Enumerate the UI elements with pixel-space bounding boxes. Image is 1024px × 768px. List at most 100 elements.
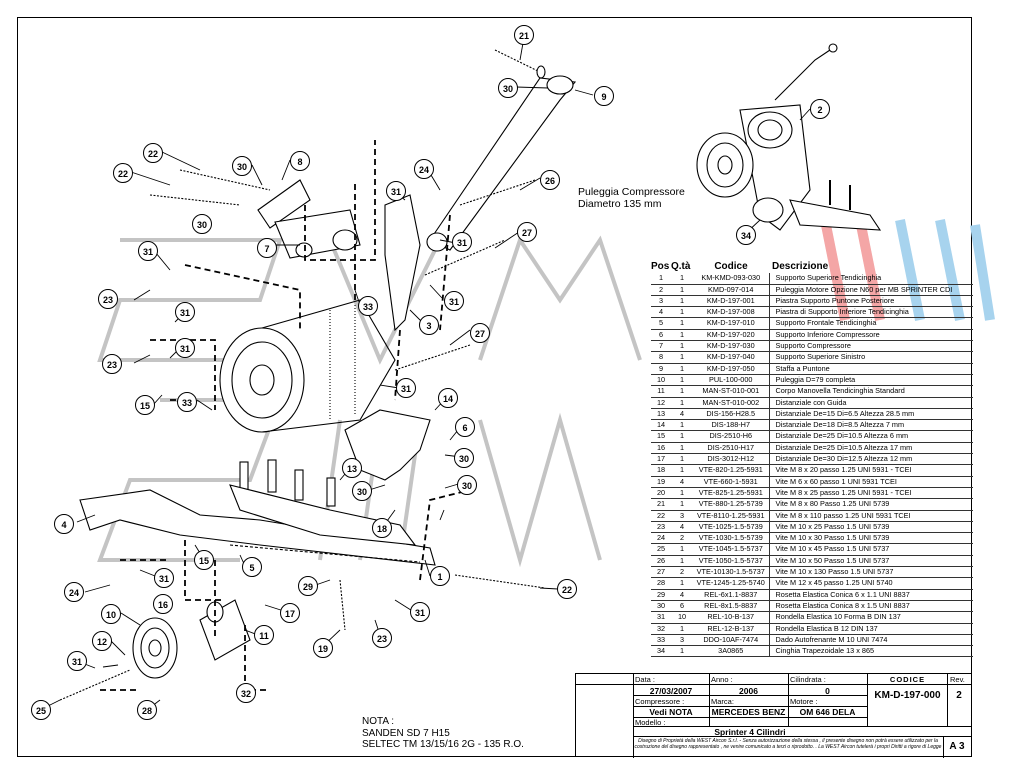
row-desc: Supporto Superiore Tendicinghia bbox=[768, 273, 973, 285]
row-code: KM-D-197-040 bbox=[693, 351, 769, 364]
row-desc: Vite M 8 x 20 passo 1.25 UNI 5931 - TCEI bbox=[768, 464, 973, 477]
row-desc: Vite M 10 x 30 Passo 1.5 UNI 5739 bbox=[768, 532, 973, 545]
row-desc: Cinghia Trapezoidale 13 x 865 bbox=[768, 645, 973, 658]
row-desc: Vite M 10 x 50 Passo 1.5 UNI 5737 bbox=[768, 555, 973, 568]
row-qty: 1 bbox=[671, 295, 693, 308]
callout: 22 bbox=[557, 579, 577, 599]
row-pos: 22 bbox=[651, 510, 671, 522]
row-code: VTE-825-1.25-5931 bbox=[693, 487, 769, 500]
row-pos: 28 bbox=[651, 577, 671, 590]
anno-label: Anno : bbox=[711, 675, 733, 684]
row-desc: Distanziale De=25 Di=10.5 Altezza 17 mm bbox=[768, 442, 973, 455]
row-desc: Staffa a Puntone bbox=[768, 363, 973, 375]
cilindrata-label: Cilindrata : bbox=[790, 675, 826, 684]
row-qty: 1 bbox=[671, 340, 693, 353]
row-code: VTE-10130-1.5-5737 bbox=[693, 566, 769, 579]
row-pos: 9 bbox=[651, 363, 671, 375]
row-code: VTE-820-1.25-5931 bbox=[693, 464, 769, 477]
callout: 24 bbox=[64, 582, 84, 602]
row-pos: 26 bbox=[651, 555, 671, 568]
row-code: KMD-097-014 bbox=[693, 284, 769, 296]
sheet-size: A 3 bbox=[949, 741, 965, 752]
row-qty: 3 bbox=[671, 510, 693, 522]
motore-label: Motore : bbox=[790, 697, 818, 706]
row-qty: 1 bbox=[671, 284, 693, 296]
compressore-label: Compressore : bbox=[635, 697, 685, 706]
row-code: PUL-100-000 bbox=[693, 374, 769, 387]
callout: 18 bbox=[372, 518, 392, 538]
row-pos: 2 bbox=[651, 284, 671, 296]
callout: 17 bbox=[280, 603, 300, 623]
cilindrata-value: 0 bbox=[825, 686, 830, 696]
callout: 23 bbox=[372, 628, 392, 648]
callout: 31 bbox=[154, 568, 174, 588]
callout: 23 bbox=[98, 289, 118, 309]
header-desc: Descrizione bbox=[772, 261, 829, 272]
row-pos: 11 bbox=[651, 385, 671, 398]
row-qty: 1 bbox=[671, 430, 693, 443]
row-desc: Vite M 12 x 45 passo 1.25 UNI 5740 bbox=[768, 577, 973, 590]
row-code: REL-10-B-137 bbox=[693, 611, 769, 624]
row-pos: 14 bbox=[651, 419, 671, 432]
callout: 1 bbox=[430, 566, 450, 586]
row-desc: Vite M 10 x 45 Passo 1.5 UNI 5737 bbox=[768, 543, 973, 556]
callout: 26 bbox=[540, 170, 560, 190]
note-line: SELTEC TM 13/15/16 2G - 135 R.O. bbox=[362, 739, 524, 750]
callout: 22 bbox=[113, 163, 133, 183]
callout: 13 bbox=[342, 458, 362, 478]
row-code: VTE-1245-1.25-5740 bbox=[693, 577, 769, 590]
callout: 31 bbox=[452, 232, 472, 252]
marca-label: Marca: bbox=[711, 697, 734, 706]
callout: 33 bbox=[358, 296, 378, 316]
row-code: KM-D-197-001 bbox=[693, 295, 769, 308]
callout: 30 bbox=[457, 475, 477, 495]
callout: 21 bbox=[514, 25, 534, 45]
callout: 31 bbox=[175, 338, 195, 358]
ownership-disclaimer: Disegno di Proprietà della WEST Aircon S… bbox=[634, 738, 942, 750]
pulley-inset bbox=[696, 43, 882, 231]
row-qty: 1 bbox=[671, 498, 693, 511]
callout: 16 bbox=[153, 594, 173, 614]
codice-value: KM-D-197-000 bbox=[874, 690, 941, 701]
row-pos: 1 bbox=[651, 273, 671, 285]
row-qty: 1 bbox=[671, 385, 693, 398]
row-code: REL-8x1.5-8837 bbox=[693, 600, 769, 613]
callout: 22 bbox=[143, 143, 163, 163]
row-pos: 7 bbox=[651, 340, 671, 353]
row-pos: 8 bbox=[651, 351, 671, 364]
row-desc: Dado Autofrenante M 10 UNI 7474 bbox=[768, 634, 973, 647]
callout: 31 bbox=[410, 602, 430, 622]
row-code: MAN-ST-010-001 bbox=[693, 385, 769, 398]
row-pos: 24 bbox=[651, 532, 671, 545]
row-pos: 15 bbox=[651, 430, 671, 443]
row-pos: 5 bbox=[651, 317, 671, 330]
row-pos: 33 bbox=[651, 634, 671, 647]
row-pos: 19 bbox=[651, 476, 671, 488]
row-desc: Rosetta Elastica Conica 6 x 1.1 UNI 8837 bbox=[768, 589, 973, 601]
callout: 30 bbox=[352, 481, 372, 501]
row-code: VTE-1045-1.5-5737 bbox=[693, 543, 769, 556]
row-desc: Supporto Compressore bbox=[768, 340, 973, 353]
row-qty: 1 bbox=[671, 543, 693, 556]
callout: 23 bbox=[102, 354, 122, 374]
title-block: Data : 27/03/2007 Anno : 2006 Cilindrata… bbox=[575, 673, 972, 758]
callout: 14 bbox=[438, 388, 458, 408]
row-qty: 1 bbox=[671, 453, 693, 466]
